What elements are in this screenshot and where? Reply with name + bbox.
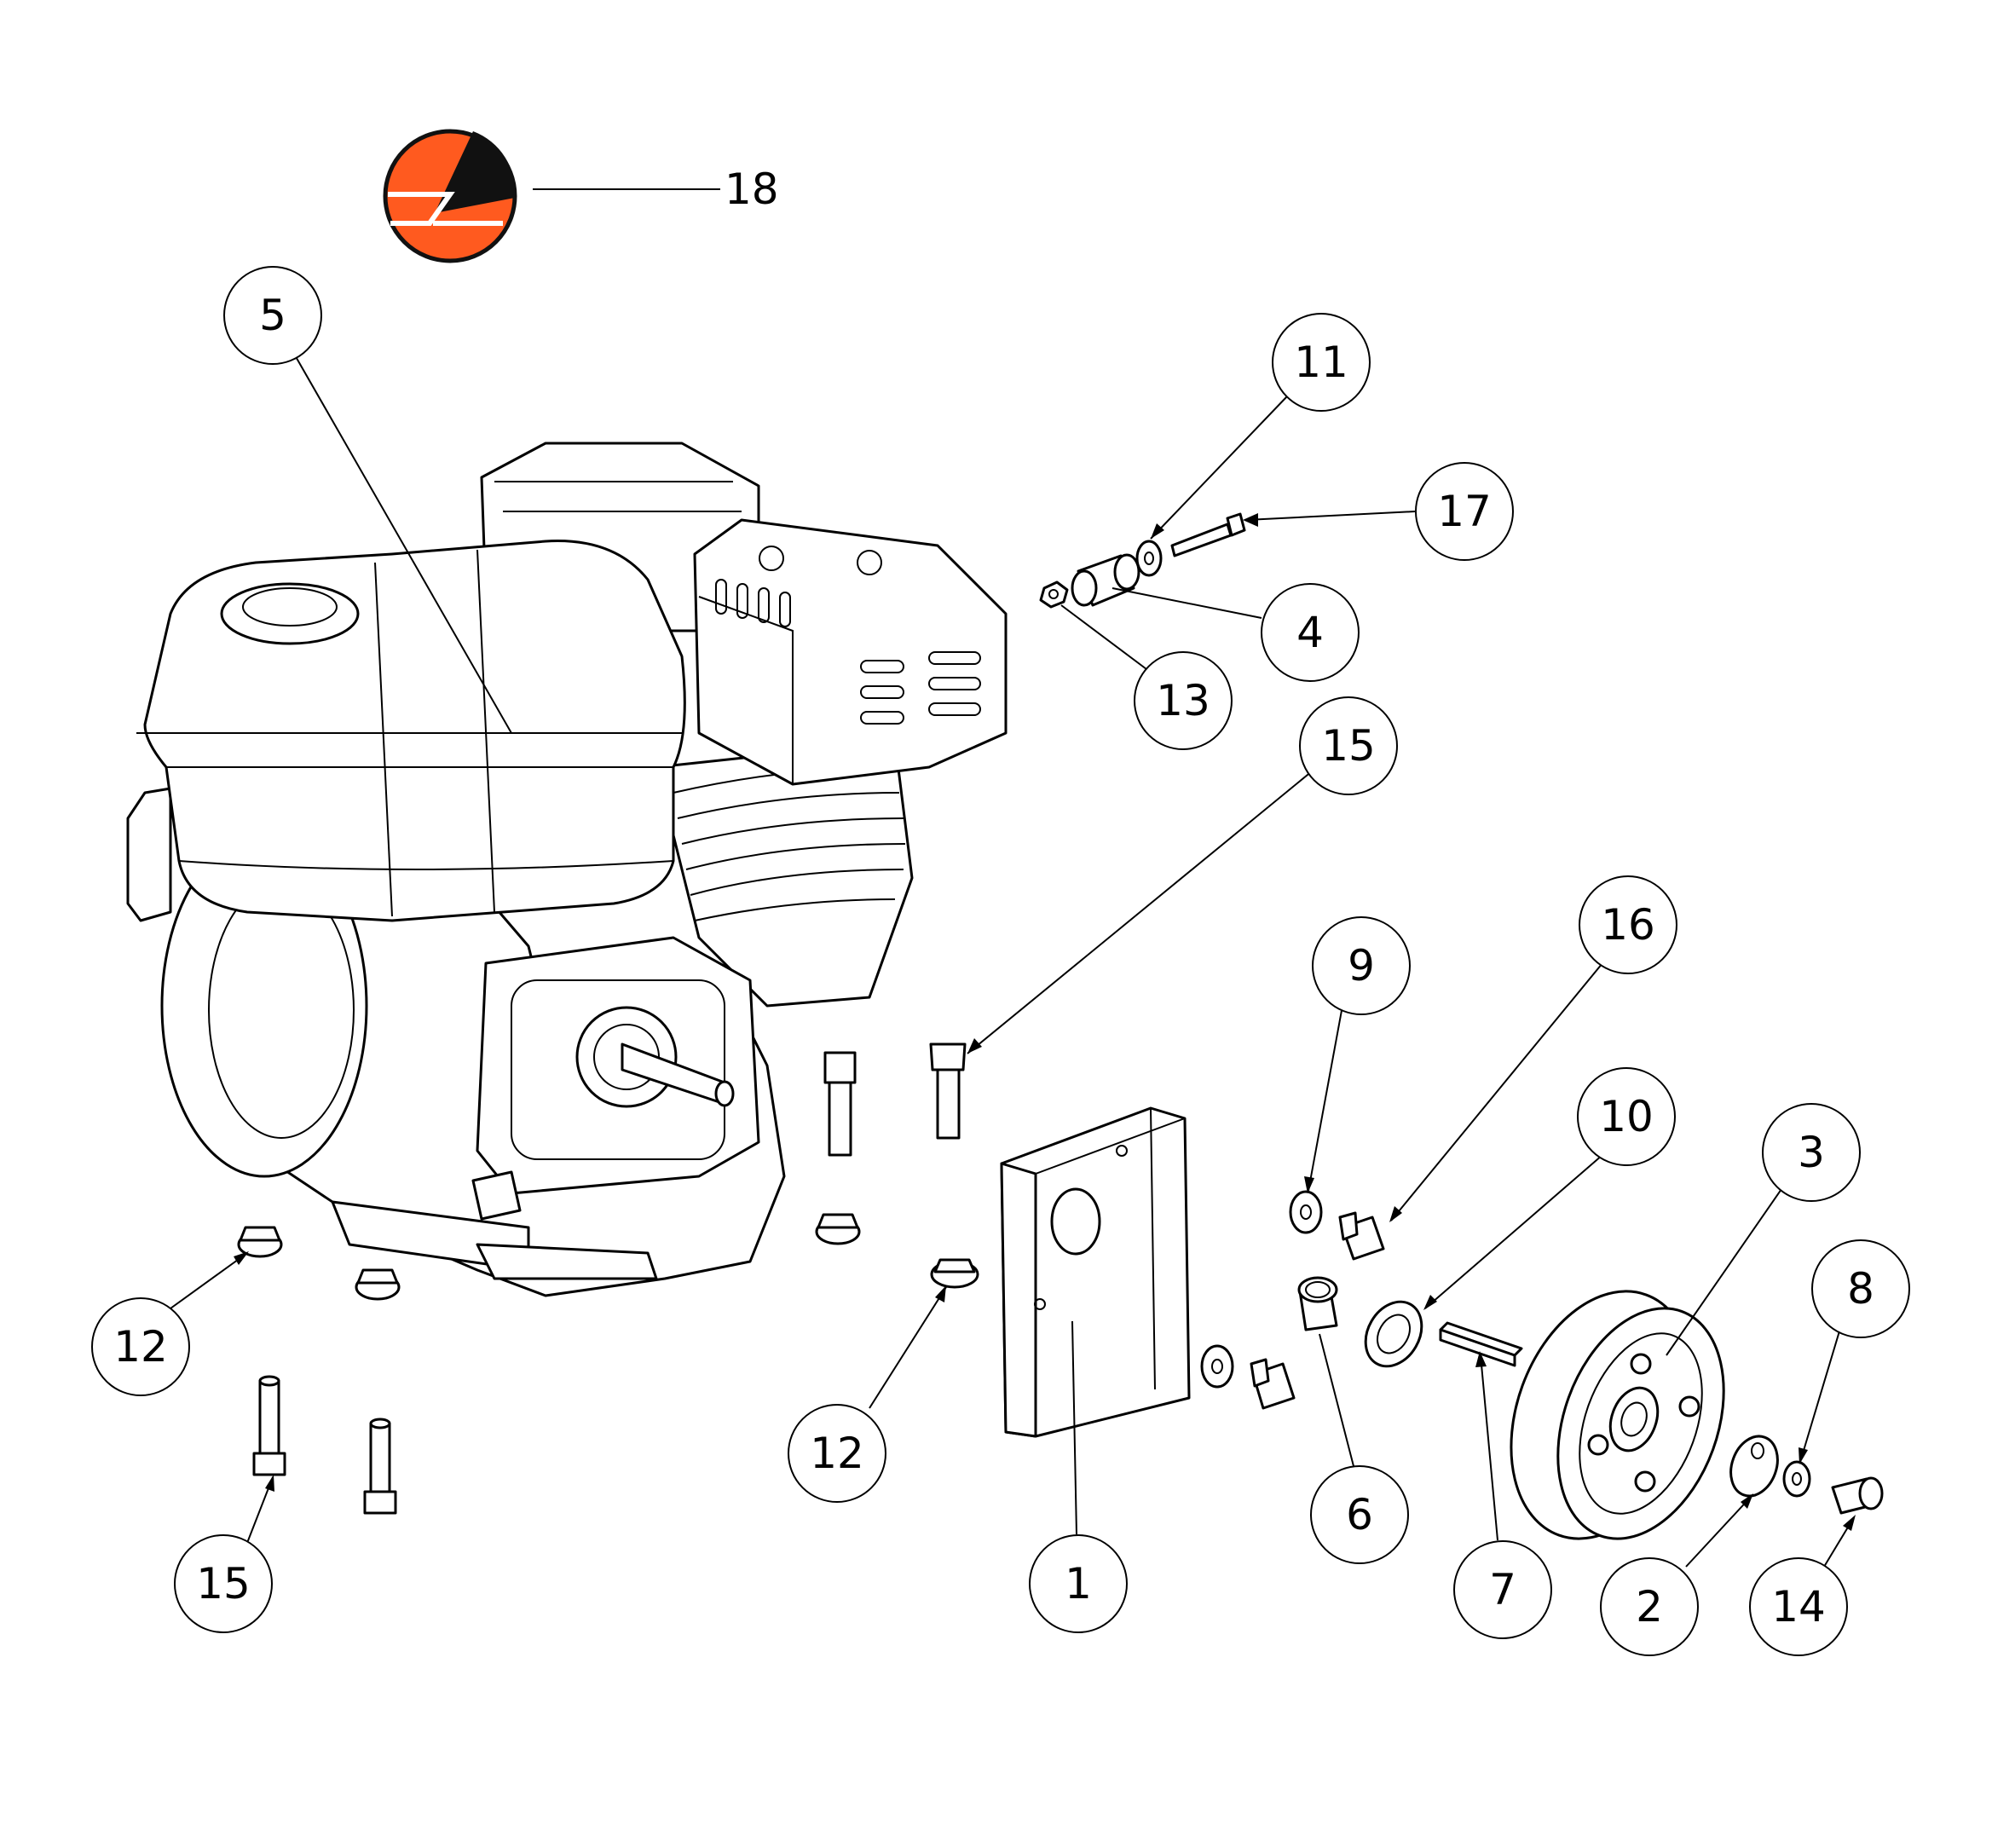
leader-line-17 [1245, 511, 1416, 521]
bolt-part-16 [1338, 1211, 1385, 1261]
mounting-plate-part-1 [1000, 1106, 1191, 1438]
bolt-part-15-upper [929, 1042, 967, 1140]
pulley-part-3 [1510, 1290, 1725, 1540]
leader-line-2 [1685, 1495, 1752, 1568]
washer-part-9 [1289, 1190, 1323, 1234]
bolt-part-14 [1831, 1476, 1884, 1515]
callout-14: 14 [1771, 1582, 1826, 1631]
leader-line-8 [1799, 1325, 1842, 1463]
callout-12-left: 12 [113, 1322, 168, 1372]
bolt-part-17 [1170, 512, 1246, 557]
brand-logo-icon [383, 129, 517, 263]
leader-line-13 [1060, 604, 1147, 670]
muffler-vents [715, 579, 981, 725]
callout-7: 7 [1489, 1565, 1516, 1614]
bolt-part-15-lower-right [363, 1418, 397, 1515]
bushing-part-6 [1297, 1276, 1338, 1331]
leader-line-12-right [869, 1286, 947, 1409]
callout-3: 3 [1798, 1128, 1825, 1177]
leader-line-4 [1111, 587, 1262, 619]
callout-15-lower: 15 [196, 1559, 251, 1608]
callout-1: 1 [1065, 1559, 1092, 1608]
washer-part-11 [1135, 540, 1163, 577]
flange-nut-part-12-center [355, 1268, 401, 1301]
leader-line-6 [1319, 1333, 1354, 1467]
leader-line-16 [1390, 962, 1603, 1221]
bolt-part-15-engine [823, 1051, 857, 1157]
leader-line-7 [1480, 1354, 1498, 1541]
flange-nut-part-12-plate [930, 1258, 979, 1289]
retainer-part-2 [1729, 1435, 1779, 1498]
leader-line-15-upper [967, 766, 1318, 1054]
washer-plate [1200, 1344, 1234, 1389]
callout-10: 10 [1599, 1092, 1654, 1141]
callout-2: 2 [1636, 1582, 1663, 1631]
leader-line-11 [1150, 396, 1288, 540]
callout-8: 8 [1847, 1264, 1874, 1314]
bolt-plate [1250, 1358, 1296, 1410]
callout-5: 5 [259, 291, 286, 340]
leader-line-10 [1424, 1154, 1603, 1309]
callout-15-upper: 15 [1321, 721, 1376, 771]
fuel-tank [136, 540, 686, 922]
leader-line-3 [1666, 1188, 1782, 1356]
leader-line-9 [1308, 1005, 1343, 1192]
spacer-part-4 [1071, 553, 1140, 607]
key-part-7 [1439, 1321, 1523, 1367]
nut-part-13 [1039, 580, 1069, 609]
callout-16: 16 [1601, 900, 1655, 950]
callout-17: 17 [1437, 487, 1492, 536]
callout-4: 4 [1296, 608, 1324, 657]
flange-nut-part-12-left [237, 1226, 283, 1258]
bolt-part-15-lower-left [252, 1375, 286, 1476]
flange-nut-part-12-engine [815, 1213, 861, 1245]
leader-line-1 [1071, 1320, 1077, 1535]
callout-11: 11 [1294, 338, 1348, 387]
callout-9: 9 [1348, 941, 1375, 990]
callout-18: 18 [725, 165, 779, 214]
washer-part-10 [1364, 1300, 1423, 1368]
callout-13: 13 [1156, 676, 1210, 725]
leader-line-12-left [170, 1252, 248, 1309]
callout-12-right: 12 [810, 1429, 864, 1478]
leader-line-5 [293, 353, 512, 734]
callout-6: 6 [1346, 1490, 1373, 1539]
washer-part-8 [1782, 1460, 1811, 1498]
engine-assembly [126, 442, 1008, 1297]
